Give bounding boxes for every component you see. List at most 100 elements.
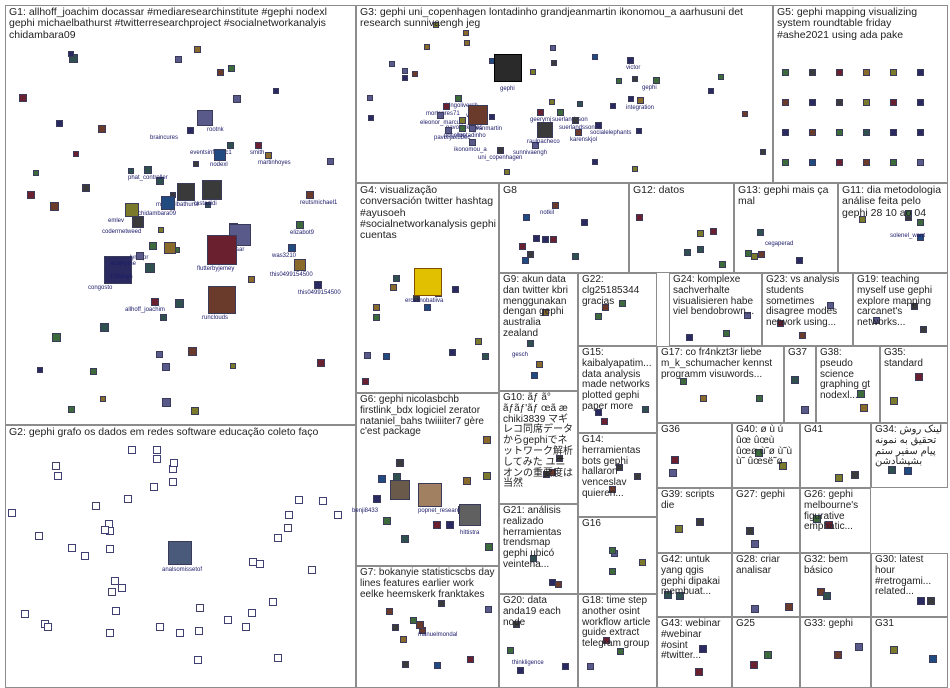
vertex-node [801,406,810,415]
vertex-label: runclouds [202,315,229,321]
vertex-node-flutterbyjemey [207,235,237,265]
vertex-node [759,149,766,156]
vertex-node-codermetweed [132,216,144,228]
vertex-node [889,98,897,106]
vertex-node [169,477,178,486]
vertex-node [635,214,643,222]
vertex-label: this0499154500 [270,272,313,278]
vertex-label: gephi [642,84,657,91]
vertex-label: this0499154500 [298,290,341,296]
vertex-label: solenel_want [890,233,926,239]
group-label: G28: criar analisar [736,554,780,576]
vertex-node [529,554,537,562]
vertex-label: hittistra [460,530,480,536]
vertex-node [616,464,624,472]
group-label: G41 [804,424,823,435]
vertex-node [696,230,704,238]
group-label: G6: gephi nicolasbchb firstlink_bdx logi… [360,394,484,438]
vertex-node [694,668,703,677]
vertex-node [229,363,236,370]
vertex-node [482,436,491,445]
vertex-node [128,446,137,454]
vertex-node [530,371,538,379]
vertex-node [158,226,165,233]
vertex-node-ikonomou_a [468,138,476,146]
vertex-node [591,54,598,61]
vertex-label: emlev [108,218,125,224]
vertex-node-ercelinobatiiva [168,541,192,565]
vertex-node [389,60,396,67]
vertex-node [170,458,179,467]
vertex-node [581,218,589,226]
vertex-node [889,158,897,166]
vertex-node [616,77,623,84]
vertex-node [927,596,936,605]
vertex-node [437,599,445,607]
vertex-node [619,299,627,307]
vertex-node [506,646,514,654]
vertex-node [919,326,927,334]
vertex-node [609,103,616,110]
vertex-node [917,596,926,605]
vertex-node [228,65,236,73]
vertex-node [152,446,161,454]
vertex-node [98,124,107,133]
vertex-node [634,472,642,480]
group-g43: G43: webinar #webinar #osint #twitter... [657,617,732,688]
vertex-node [741,111,748,118]
vertex-label: reutsmichael1 [300,200,338,206]
vertex-node-pavolijakubec [444,126,452,134]
vertex-node [390,283,398,291]
vertex-label: gephi [500,86,515,92]
vertex-node-twiiiiter7 [390,480,410,500]
vertex-label: braincures [150,134,179,141]
vertex-node [99,322,109,332]
vertex-node [535,360,543,368]
vertex-node [616,647,624,655]
vertex-node-nicolasbchb [418,483,442,507]
vertex-node [696,517,705,526]
vertex-node [862,68,870,76]
vertex-node-martinhoyes [264,151,272,159]
vertex-node [248,276,256,284]
vertex-node [401,67,408,74]
vertex-node [670,455,679,464]
vertex-node [272,88,279,95]
vertex-label: codermetweed [102,229,142,235]
vertex-node [54,471,63,480]
vertex-node [663,590,672,599]
vertex-node [8,508,16,517]
vertex-label: suerlandsson [559,124,595,131]
vertex-label: jeanmartin [474,126,503,132]
vertex-node [307,565,316,574]
vertex-node [82,183,90,192]
group-label: G18: time step another osint workflow ar… [582,595,651,650]
vertex-node-pocohrs [458,124,466,132]
vertex-node [463,29,470,36]
vertex-node [631,166,638,173]
vertex-node [851,470,860,479]
vertex-node [274,653,283,662]
vertex-node [549,235,557,243]
vertex-label: was3210 [272,253,297,259]
group-label: G43: webinar #webinar #osint #twitter... [661,618,721,662]
vertex-label: sunnivaengh [513,149,548,156]
vertex-node [636,128,643,135]
vertex-node [316,358,325,367]
vertex-node [550,59,557,66]
vertex-label: lontadinho [458,132,486,139]
vertex-node [118,583,127,592]
vertex-node [149,242,158,251]
group-g9: G9: akun data dan twitter kbri menggunak… [499,273,578,391]
group-label: G39: scripts die [661,489,715,511]
group-g10: G10: ãƒ ã° ãƒãƒ'ãƒ œã æ chiki3839 マギレコ同席… [499,391,578,504]
vertex-node [835,158,843,166]
vertex-label: notkil [540,210,555,216]
vertex-node [532,234,540,242]
group-g20: G20: data anda19 each node [499,594,578,688]
vertex-node-braincures [186,126,194,134]
vertex-label: eventsinfluenc1 [190,149,232,156]
group-g26: G26: gephi melbourne's figurative emphat… [800,488,871,553]
vertex-label: smith [250,149,265,156]
vertex-node [161,363,170,372]
